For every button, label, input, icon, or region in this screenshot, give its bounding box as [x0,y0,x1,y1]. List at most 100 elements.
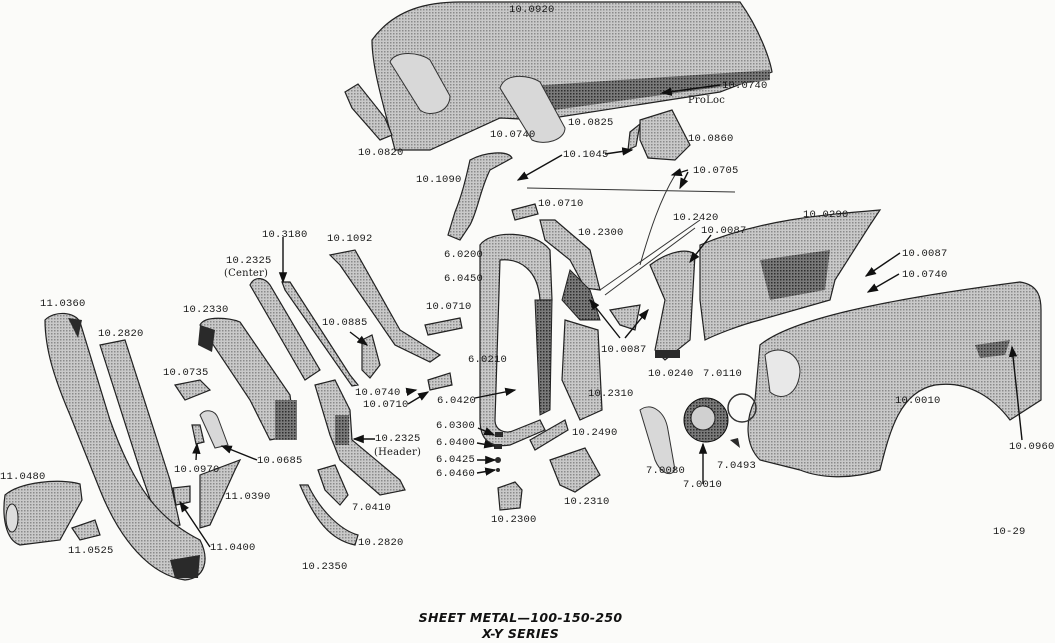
label-hood-ornament: 10.0820 [358,147,404,159]
label-side-panel-upper: 10.2300 [578,227,624,239]
label-baffle-bracket: 10.2490 [572,427,618,439]
hood-part [371,1,773,151]
grille-upper-part [198,317,297,441]
headlamp-part [683,397,729,443]
label-baffle-bolt: 10.0087 [601,344,647,356]
bumper-end-part [3,480,83,546]
document-subtitle: X-Y SERIES [481,626,560,641]
lamp-housing-part [317,464,349,506]
bracket-left-part [424,317,463,336]
label-fender-bolt-a: 10.0087 [701,225,747,237]
label-mount-6-0460: 6.0460 [436,468,476,480]
label-hood-rod: 10.2420 [673,212,719,224]
headlamp-ring-part [727,393,757,423]
label-grille-center-note: (Center) [224,268,269,279]
label-hood-bumper-mid: 10.0740 [490,129,536,141]
grille-bar-header-part [281,281,360,387]
label-screw: 10.2350 [302,561,348,573]
label-mount-6-0400: 6.0400 [436,437,476,449]
label-bumper-guard-bracket: 11.0525 [68,545,114,557]
bracket-upper-part [511,203,539,221]
baffle-bracket-part [529,419,569,451]
label-headlamp-adjust: 7.0493 [717,460,757,472]
label-fender-emblem: 10.0960 [1009,441,1055,453]
label-hood-bumper-top: 10.0740 [722,80,768,92]
hood-hinge-part [447,152,513,241]
label-grille-bar-header: 10.3180 [262,229,308,241]
label-hood-hinge: 10.1090 [416,174,462,186]
grille-lower-b-part [299,484,359,546]
label-baffle-bottom: 10.2310 [564,496,610,508]
label-latch-spring: 10.1045 [563,149,609,161]
filler-panel-part [497,481,523,511]
label-splash-shield: 10.0240 [648,368,694,380]
parking-lens-part [199,410,229,449]
label-proloc: ProLoc [688,95,725,106]
label-bracket-b: 10.0710 [363,399,409,411]
hood-latch-part [627,109,691,161]
parking-lamp-part [191,424,205,445]
label-bumper: 11.0360 [40,298,86,310]
bracket-b-part [427,372,453,391]
label-fender-inner: 10.0290 [803,209,849,221]
label-grille-lower: 10.2820 [98,328,144,340]
hood-rod-part [599,219,701,291]
label-fender-bolt-b: 10.0087 [902,248,948,260]
label-baffle-side: 10.2310 [588,388,634,400]
bumper-guard-bracket-part [71,519,101,541]
label-bumper-bolt: 11.0400 [210,542,256,554]
label-radiator-support-side: 6.0450 [444,273,484,285]
page-number: 10-29 [993,526,1026,538]
clip-part [361,334,381,379]
label-mount-6-0425: 6.0425 [436,454,476,466]
side-panel-upper-part [539,219,601,291]
label-parking-lens: 10.0685 [257,455,303,467]
label-parking-lamp: 10.0970 [174,464,220,476]
headlamp-door-part [639,406,676,475]
label-grille-header: 10.2325 [375,433,421,445]
fender-inner-part [699,209,882,341]
label-parking-lamp-bracket: 10.0735 [163,367,209,379]
label-bracket-left: 10.0710 [426,301,472,313]
label-fender: 10.0010 [895,395,941,407]
hood-ornament-part [344,83,393,141]
parking-lamp-bracket-part [174,379,212,401]
document-title: SHEET METAL—100-150-250 [418,610,623,625]
label-grille-support: 10.1092 [327,233,373,245]
grille-lower-part [99,339,181,529]
bumper-bolt-part [172,485,191,506]
label-radiator-clip: 6.0210 [468,354,508,366]
label-bumper-bracket: 11.0390 [225,491,271,503]
label-grille-header-note: (Header) [374,447,422,458]
label-headlamp-ring: 7.0110 [703,368,743,380]
bumper-part [44,312,206,581]
label-hood-emblem: 10.0825 [568,117,614,129]
leader-arrows [179,84,1023,548]
label-hood: 10.0920 [509,4,555,16]
label-hood-latch: 10.0860 [688,133,734,145]
label-filler-panel: 10.2300 [491,514,537,526]
label-mount-6-0300: 6.0300 [436,420,476,432]
grille-support-part [328,249,442,363]
radiator-support-part [479,233,553,447]
baffle-bottom-part [549,447,601,493]
mount-parts [494,432,503,472]
label-fender-washer: 10.0740 [902,269,948,281]
grille-header-part [314,379,406,496]
label-headlamp: 7.0010 [683,479,723,491]
label-radiator-bolt: 6.0420 [437,395,477,407]
label-washer-b: 10.0740 [355,387,401,399]
label-lamp-housing: 7.0410 [352,502,392,514]
fender-part [747,281,1042,478]
headlamp-adjust-part [730,438,740,448]
label-radiator-support-top: 6.0200 [444,249,484,261]
label-hood-release: 10.0705 [693,165,739,177]
label-grille-center: 10.2325 [226,255,272,267]
label-clip: 10.0885 [322,317,368,329]
label-bumper-end: 11.0480 [0,471,46,483]
splash-shield-part [649,250,696,361]
hood-emblem-part [499,75,566,143]
label-bracket-upper: 10.0710 [538,198,584,210]
bumper-bracket-part [199,458,242,529]
